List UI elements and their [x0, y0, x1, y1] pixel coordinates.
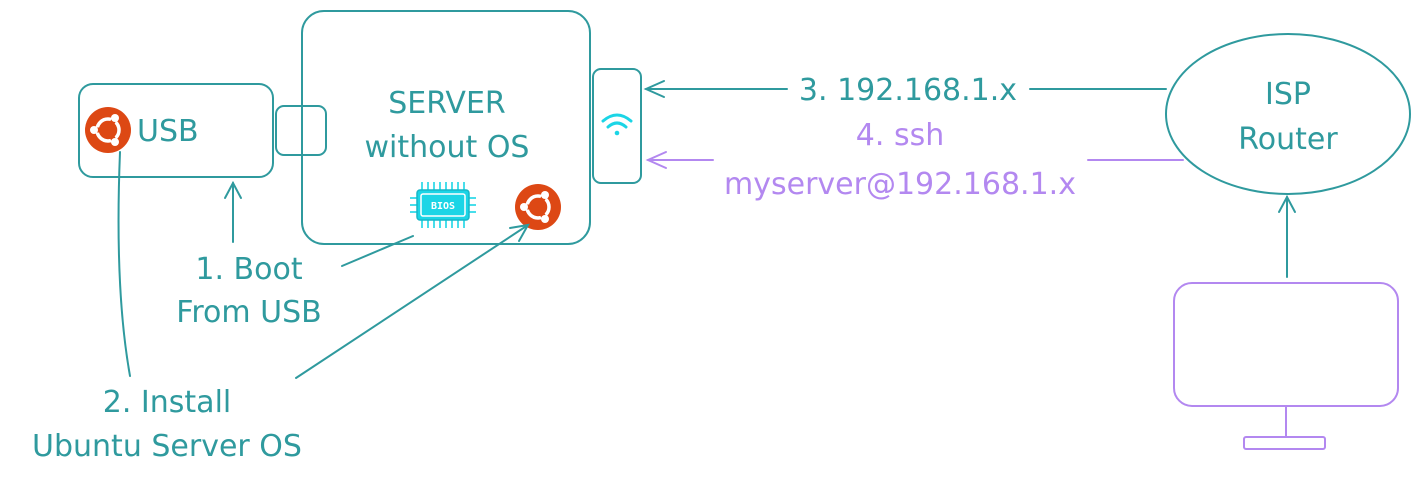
usb-body — [78, 83, 274, 178]
server-box: SERVER without OS — [301, 10, 591, 245]
line-usb-to-install — [117, 151, 131, 377]
bios-chip-icon: BIOS — [410, 182, 476, 228]
arrow-client-to-router — [1278, 194, 1296, 278]
isp-router: ISP Router — [1165, 33, 1411, 195]
step4-ssh-label: 4. ssh — [856, 118, 944, 153]
step1-boot-label: 1. Boot — [195, 252, 302, 287]
step3-ip-label: 3. 192.168.1.x — [799, 73, 1017, 108]
arrow-ssh-connection — [645, 151, 1184, 169]
wifi-icon — [601, 113, 633, 136]
step1-boot-sublabel: From USB — [176, 295, 321, 330]
server-subtitle: without OS — [365, 130, 530, 165]
step4-ssh-target: myserver@192.168.1.x — [724, 167, 1076, 202]
router-body — [1165, 33, 1411, 195]
step2-install-sublabel: Ubuntu Server OS — [32, 429, 302, 464]
ubuntu-logo-icon — [85, 107, 131, 153]
server-title: SERVER — [388, 86, 506, 121]
monitor-icon — [1173, 282, 1399, 450]
bios-label: BIOS — [431, 201, 455, 212]
arrow-ip-assignment — [643, 80, 1167, 98]
router-subtitle: Router — [1238, 122, 1338, 157]
server-body — [301, 10, 591, 245]
ubuntu-logo-icon — [515, 184, 561, 230]
nic-body — [592, 68, 642, 184]
router-title: ISP — [1265, 77, 1311, 112]
step2-install-label: 2. Install — [103, 385, 231, 420]
arrow-install-to-server-os — [295, 223, 530, 379]
network-port — [592, 68, 642, 184]
line-boot-to-bios — [341, 235, 414, 267]
usb-drive: USB — [78, 83, 274, 178]
arrow-boot-to-usb — [224, 180, 242, 243]
usb-label: USB — [137, 114, 199, 149]
